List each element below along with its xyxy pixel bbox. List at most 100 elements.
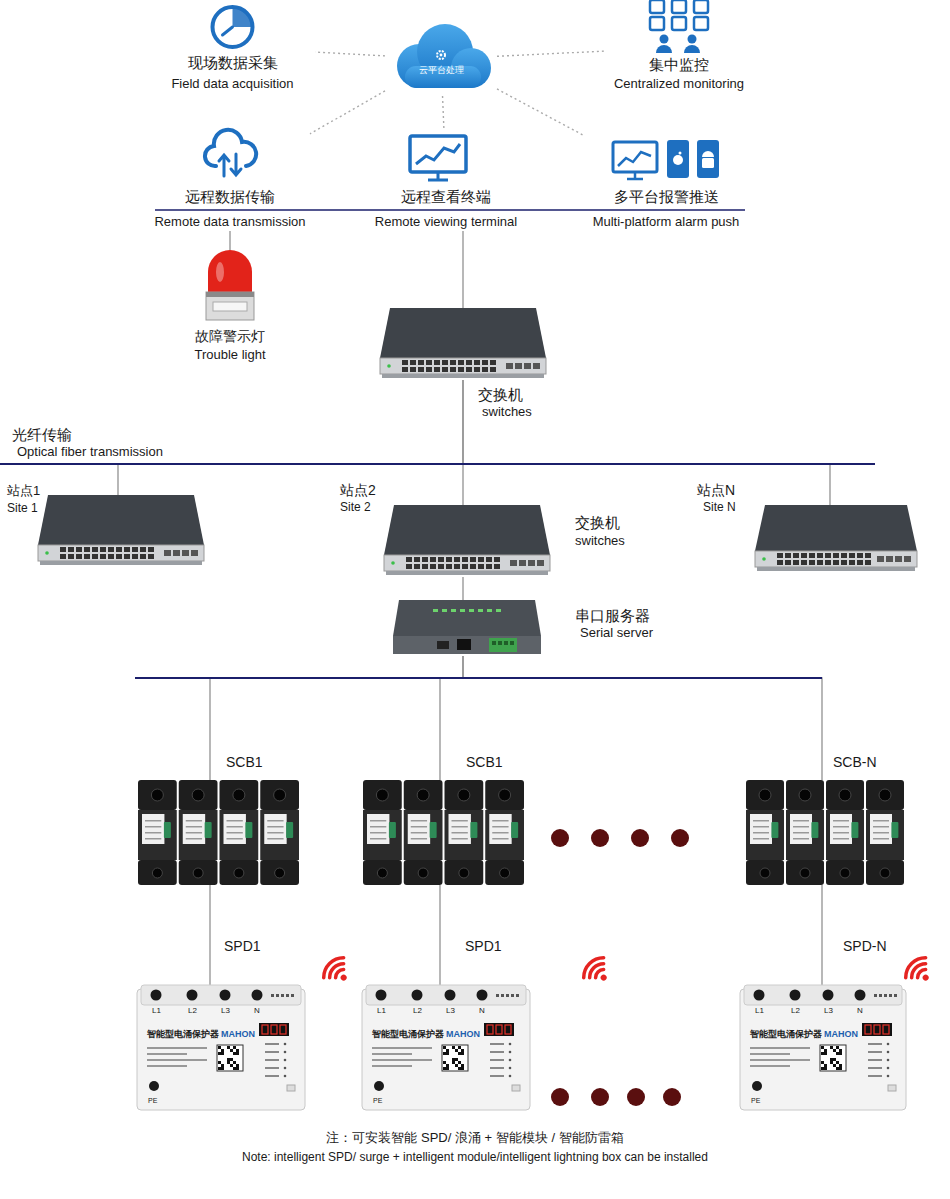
cloud-platform: 云平台处理 — [385, 22, 497, 96]
node-label: 站点2 — [340, 482, 376, 499]
circuit-breaker-picture-part — [220, 810, 259, 860]
surge-protector-picture-part — [372, 1059, 432, 1061]
surge-protector-picture-part — [888, 1085, 896, 1091]
function-icon-picture-part — [213, 7, 253, 47]
circuit-breaker-picture-part — [793, 832, 809, 834]
function-icon-picture-part — [694, 0, 708, 13]
cloud-platform-picture — [385, 22, 497, 96]
circuit-breaker-picture-part — [771, 822, 778, 838]
network-switch-picture-part — [519, 560, 526, 566]
surge-protector-picture-part — [221, 1052, 224, 1055]
surge-protector-picture-part — [284, 1059, 287, 1062]
network-switch-picture-part — [442, 360, 448, 365]
circuit-breaker-picture-part — [489, 814, 511, 844]
surge-protector-picture-part — [836, 1061, 839, 1064]
surge-protector-picture-part — [372, 1065, 412, 1067]
surge-protector-picture-part — [220, 990, 231, 1001]
function-icon-picture-part — [213, 7, 253, 47]
wireless-arc — [594, 968, 604, 978]
network-switch-picture-part — [833, 560, 839, 565]
surge-protector-picture-part — [887, 1067, 890, 1070]
surge-protector-picture-part — [452, 1058, 455, 1061]
network-switch-picture-part — [450, 360, 456, 365]
network-switch-picture-part — [793, 553, 799, 558]
surge-protector-picture-part — [461, 1067, 464, 1070]
network-switch-picture-part — [410, 367, 416, 372]
circuit-breaker-picture-part — [411, 832, 427, 834]
circuit-breaker-picture-part — [873, 838, 889, 840]
surge-protector-picture-part — [830, 1058, 833, 1061]
network-switch-picture-part — [386, 571, 548, 575]
surge-protector-picture-part — [452, 1061, 455, 1064]
surge-protector-picture-part — [458, 1052, 461, 1055]
network-switch-picture-part — [490, 360, 496, 365]
circuit-breaker-picture-part — [183, 814, 205, 844]
surge-protector-picture-part — [509, 1043, 512, 1046]
surge-protector-picture-part — [839, 1064, 842, 1067]
circuit-breaker-picture-part — [866, 780, 904, 810]
surge-protector-picture — [137, 985, 305, 1110]
function-icon-picture-part — [410, 136, 466, 180]
node-label: L3 — [446, 1006, 455, 1016]
circuit-breaker-picture-part — [404, 780, 443, 810]
node-label: PE — [373, 1097, 382, 1105]
network-switch-picture-part — [793, 560, 799, 565]
surge-protector-picture-part — [820, 1045, 846, 1071]
surge-protector-picture-part — [496, 1025, 502, 1034]
node-label: L1 — [152, 1006, 161, 1016]
surge-protector-picture-part — [750, 1059, 810, 1061]
function-icon-picture-part — [416, 144, 460, 164]
serial-server-picture-part — [442, 609, 447, 612]
ellipsis-dot — [663, 1088, 681, 1106]
circuit-breaker-picture-part — [286, 822, 293, 838]
circuit-breaker-picture-part — [753, 838, 769, 840]
surge-protector-picture-part — [458, 1067, 461, 1070]
surge-protector-picture-part — [230, 1049, 233, 1052]
node-label: switches — [575, 533, 625, 549]
circuit-breaker-picture-part — [370, 832, 386, 834]
network-switch-picture-part — [108, 554, 114, 559]
connector — [463, 656, 822, 780]
surge-protector-picture-part — [490, 1051, 504, 1053]
function-icon: 远程数据传输Remote data transmission — [150, 128, 310, 231]
network-switch-picture-part — [116, 554, 122, 559]
circuit-breaker-picture-part — [267, 832, 283, 834]
network-switch-picture-part — [809, 553, 815, 558]
surge-protector-picture-part — [754, 990, 765, 1001]
circuit-breaker-picture-part — [370, 820, 386, 822]
circuit-breaker-picture — [745, 780, 905, 885]
circuit-breaker-picture-part — [267, 820, 283, 822]
network-switch-picture-part — [857, 553, 863, 558]
serial-server: 串口服务器Serial server — [393, 600, 541, 656]
circuit-breaker-picture-part — [833, 832, 849, 834]
circuit-breaker-picture-part — [445, 780, 484, 810]
surge-protector-picture-part — [490, 1043, 504, 1045]
node-label: Remote data transmission — [150, 214, 310, 230]
function-icon: 多平台报警推送Multi-platform alarm push — [585, 128, 747, 231]
node-label: Remote viewing terminal — [370, 214, 522, 230]
function-icon-picture-part — [650, 17, 664, 30]
serial-server-picture-part — [492, 641, 496, 645]
function-icon-picture-part — [702, 158, 714, 168]
surge-protector-picture-part — [821, 1046, 824, 1049]
network-switch-picture-part — [148, 554, 154, 559]
circuit-breaker-picture-part — [786, 810, 824, 860]
circuit-breaker-picture-part — [753, 820, 769, 822]
surge-protector-picture-part — [446, 1064, 449, 1067]
circuit-breaker-picture-part — [873, 826, 889, 828]
surge-protector: SPD1L1L2L3N智能型电涌保护器MAHONPE — [362, 985, 530, 1110]
trouble-light-picture-part — [208, 250, 252, 292]
node-label: 交换机 — [575, 514, 620, 532]
circuit-breaker-picture-part — [811, 822, 818, 838]
wireless-arc — [334, 968, 344, 978]
surge-protector-picture-part — [227, 1046, 230, 1049]
surge-protector-picture-part — [412, 990, 423, 1001]
node-label: SCB1 — [226, 754, 263, 771]
surge-protector-picture-part — [496, 994, 499, 997]
surge-protector-picture-part — [889, 994, 892, 997]
function-icon-picture-part — [660, 35, 669, 44]
circuit-breaker-picture — [137, 780, 300, 885]
surge-protector-picture-part — [443, 1061, 446, 1064]
surge-protector-picture-part — [265, 1067, 279, 1069]
